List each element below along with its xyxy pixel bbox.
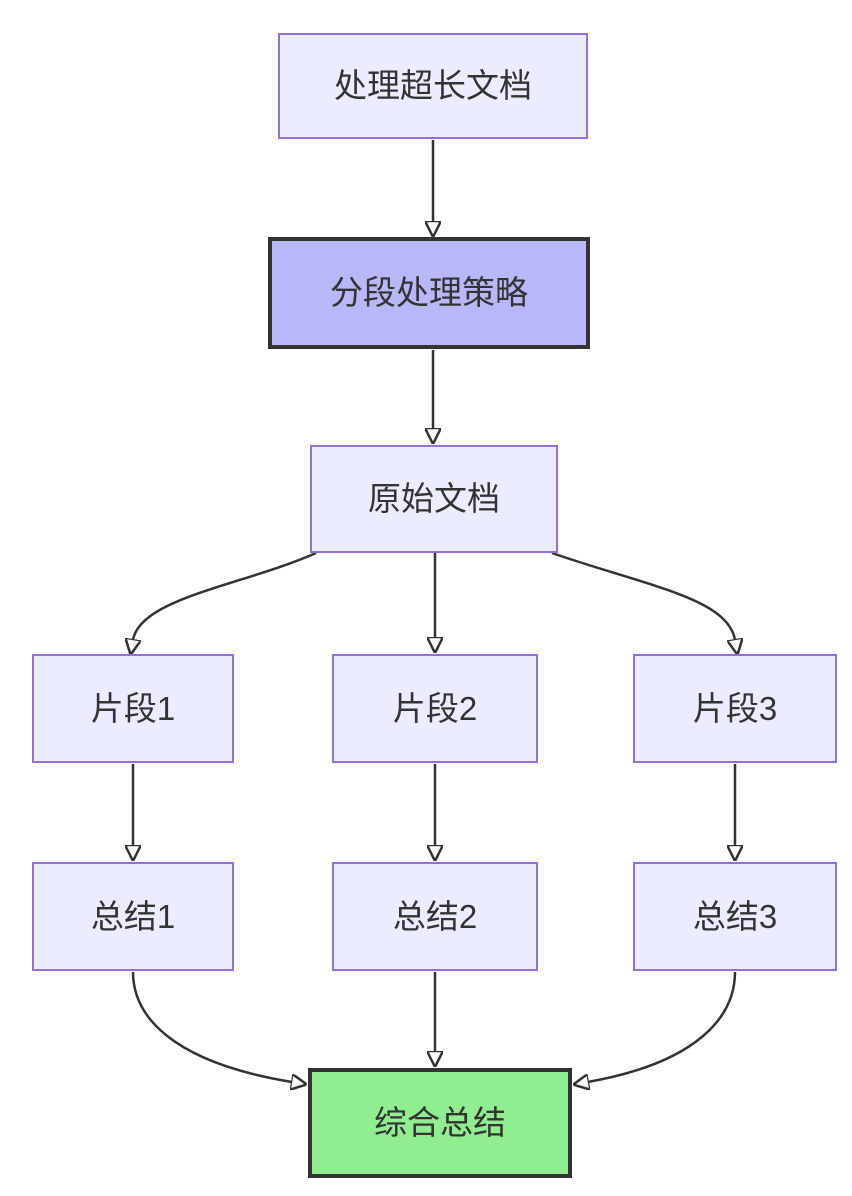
node-fragment-3: 片段3 bbox=[633, 654, 837, 763]
node-final-summary: 综合总结 bbox=[308, 1068, 572, 1178]
node-fragment-1: 片段1 bbox=[32, 654, 234, 763]
node-original-document: 原始文档 bbox=[310, 445, 558, 553]
edge-original-to-fragment1 bbox=[133, 551, 317, 640]
edge-original-to-fragment3 bbox=[551, 551, 735, 640]
edge-summary1-to-final bbox=[131, 971, 292, 1082]
node-summary-3: 总结3 bbox=[633, 862, 837, 971]
node-fragment-2: 片段2 bbox=[332, 654, 538, 763]
node-segmentation-strategy: 分段处理策略 bbox=[268, 237, 590, 349]
node-summary-2: 总结2 bbox=[332, 862, 538, 971]
node-summary-1: 总结1 bbox=[32, 862, 234, 971]
node-process-long-document: 处理超长文档 bbox=[278, 33, 588, 139]
edge-summary3-to-final bbox=[588, 971, 737, 1082]
